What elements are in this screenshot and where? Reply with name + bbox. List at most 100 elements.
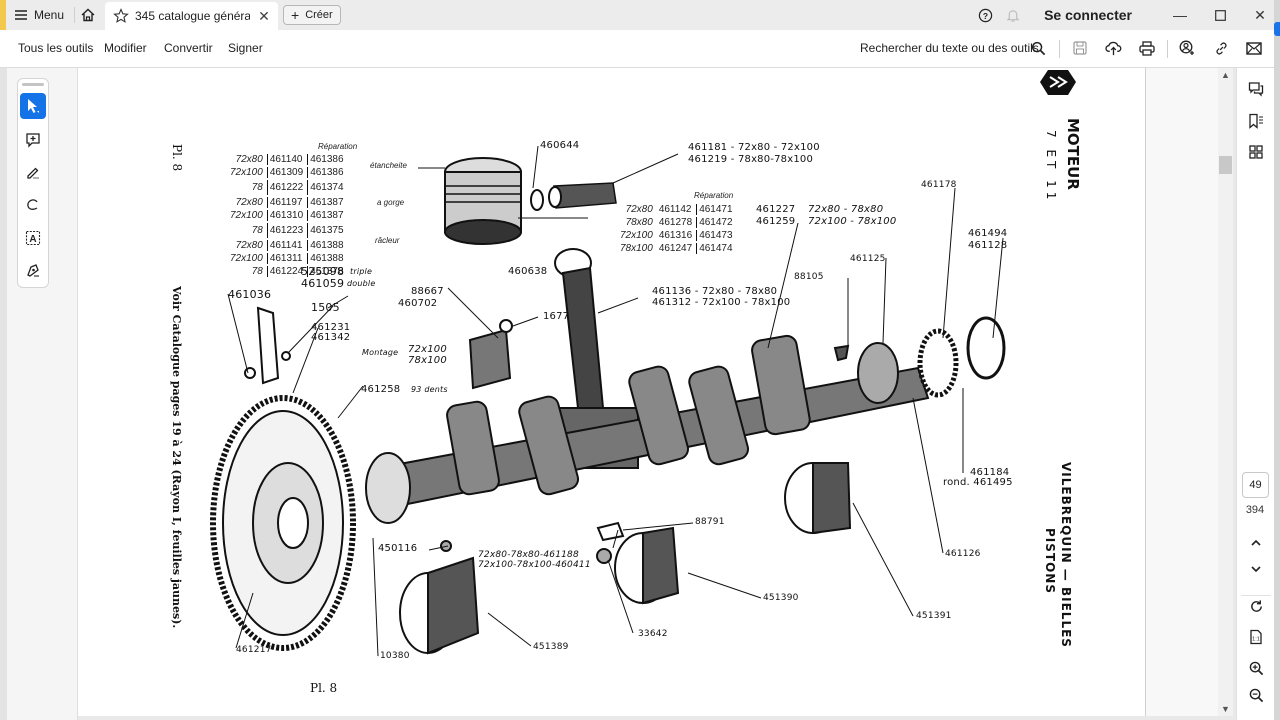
part-label: 461125 xyxy=(850,254,886,264)
catalogue-side-note: Voir Catalogue pages 19 à 24 (Rayon I, f… xyxy=(170,286,183,629)
comments-icon[interactable] xyxy=(1245,78,1267,100)
montage-dimension: 78x100 xyxy=(408,355,447,366)
part-label: 461178 xyxy=(921,180,957,190)
repair-part-number: 461387 xyxy=(307,210,345,221)
part-number: 461197 xyxy=(266,197,305,208)
part-label: 451389 xyxy=(533,642,569,652)
ring-group-label: étancheite xyxy=(370,161,407,170)
part-label: 33642 xyxy=(638,629,668,639)
part-note: double xyxy=(347,279,376,288)
leader-lines xyxy=(227,145,1004,657)
part-number: 461141 xyxy=(266,240,305,251)
create-button[interactable]: + Créer xyxy=(283,5,341,25)
bore-dimension: 72x80 xyxy=(235,154,263,165)
plus-icon: + xyxy=(291,7,300,23)
home-button[interactable] xyxy=(78,5,98,25)
zoom-out-icon[interactable] xyxy=(1245,684,1267,706)
all-tools-menu[interactable]: Tous les outils xyxy=(18,41,94,55)
repair-part-number: 461386 xyxy=(307,154,345,165)
add-comment-tool[interactable] xyxy=(20,127,46,153)
montage-dimension: 72x100 xyxy=(408,344,447,355)
part-label: 461312 - 72x100 - 78x100 xyxy=(652,297,791,308)
draw-freehand-tool[interactable] xyxy=(20,192,46,218)
title-right-group: ? Se connecter — ✕ xyxy=(976,0,1280,30)
plate-label-top: Pl. 8 xyxy=(170,144,184,172)
comment-add-icon xyxy=(26,133,40,148)
part-label: 461258 xyxy=(361,384,401,395)
convert-menu[interactable]: Convertir xyxy=(164,41,213,55)
highlight-tool[interactable] xyxy=(20,159,46,185)
total-pages: 394 xyxy=(1245,504,1265,516)
plate-label-bottom: Pl. 8 xyxy=(310,681,338,695)
bell-icon[interactable] xyxy=(1004,6,1022,24)
fit-page-icon[interactable]: 1:1 xyxy=(1245,626,1267,648)
part-label: 525098 xyxy=(301,265,345,278)
star-icon[interactable] xyxy=(113,8,129,24)
thumbnails-icon[interactable] xyxy=(1245,141,1267,163)
flywheel-drawing xyxy=(210,395,356,651)
save-icon[interactable] xyxy=(1070,38,1090,58)
add-user-icon[interactable] xyxy=(1177,38,1197,58)
drag-handle[interactable] xyxy=(22,83,44,86)
search-icon[interactable] xyxy=(1028,38,1048,58)
bore-dimension: 78x100 xyxy=(620,243,653,254)
print-icon[interactable] xyxy=(1137,38,1157,58)
repair-part-number: 461374 xyxy=(307,180,345,195)
section-subtitle: PISTONS xyxy=(1043,528,1057,594)
close-tab-icon[interactable]: ✕ xyxy=(258,7,270,24)
part-label: 72x100-78x100-460411 xyxy=(478,560,591,570)
select-tool[interactable] xyxy=(20,93,46,119)
scroll-up-arrow[interactable]: ▲ xyxy=(1221,70,1230,80)
maximize-button[interactable] xyxy=(1200,0,1240,30)
upload-cloud-icon[interactable] xyxy=(1103,38,1123,58)
document-tab[interactable]: 345 catalogue général... ✕ xyxy=(105,2,278,30)
minimize-button[interactable]: — xyxy=(1160,0,1200,30)
exploded-view-drawing xyxy=(210,70,1076,657)
repair-part-number: 461388 xyxy=(307,253,345,264)
crankshaft-drawing xyxy=(365,334,930,524)
window-right-edge xyxy=(1274,0,1280,720)
bookmarks-icon[interactable] xyxy=(1245,110,1267,132)
sign-tool[interactable] xyxy=(20,257,46,283)
part-label: 10380 xyxy=(380,651,410,661)
menu-button[interactable]: Menu xyxy=(8,4,70,26)
part-label: 88667 xyxy=(411,286,444,297)
help-icon[interactable]: ? xyxy=(976,6,994,24)
page-down-icon[interactable] xyxy=(1245,558,1267,580)
edit-menu[interactable]: Modifier xyxy=(104,41,147,55)
page-up-icon[interactable] xyxy=(1245,531,1267,553)
dimension-note: 72x100 - 78x100 xyxy=(808,216,897,227)
document-viewport[interactable]: Pl. 8 Voir Catalogue pages 19 à 24 (Rayo… xyxy=(78,68,1218,716)
link-icon[interactable] xyxy=(1211,38,1231,58)
sign-menu[interactable]: Signer xyxy=(228,41,263,55)
bearing-shells-drawing xyxy=(399,462,852,655)
bore-dimension: 78 xyxy=(251,225,263,236)
vertical-scrollbar[interactable]: ▲ ▼ xyxy=(1218,68,1233,716)
part-number: 461140 xyxy=(266,154,305,165)
current-page-input[interactable]: 49 xyxy=(1242,472,1269,498)
rotate-icon[interactable] xyxy=(1245,595,1267,617)
text-select-tool[interactable]: A xyxy=(20,225,46,251)
scrollbar-thumb[interactable] xyxy=(1219,156,1232,174)
repair-part-number: 461388 xyxy=(307,240,345,251)
rings-repair-header: Réparation xyxy=(318,142,358,151)
zoom-in-icon[interactable] xyxy=(1245,657,1267,679)
sign-in-button[interactable]: Se connecter xyxy=(1044,7,1132,23)
scroll-down-arrow[interactable]: ▼ xyxy=(1221,704,1230,714)
brand-title: MOTEUR xyxy=(1064,118,1082,190)
part-label: 461136 - 72x80 - 78x80 xyxy=(652,286,778,297)
email-icon[interactable] xyxy=(1244,38,1264,58)
search-tools-field[interactable]: Rechercher du texte ou des outils xyxy=(860,41,1039,55)
part-label: 461128 xyxy=(968,240,1008,251)
right-side-panel: 49 394 1:1 xyxy=(1236,68,1274,720)
part-label: 451390 xyxy=(763,593,799,603)
close-window-button[interactable]: ✕ xyxy=(1240,0,1280,30)
piston-repair-header: Réparation xyxy=(694,191,734,200)
